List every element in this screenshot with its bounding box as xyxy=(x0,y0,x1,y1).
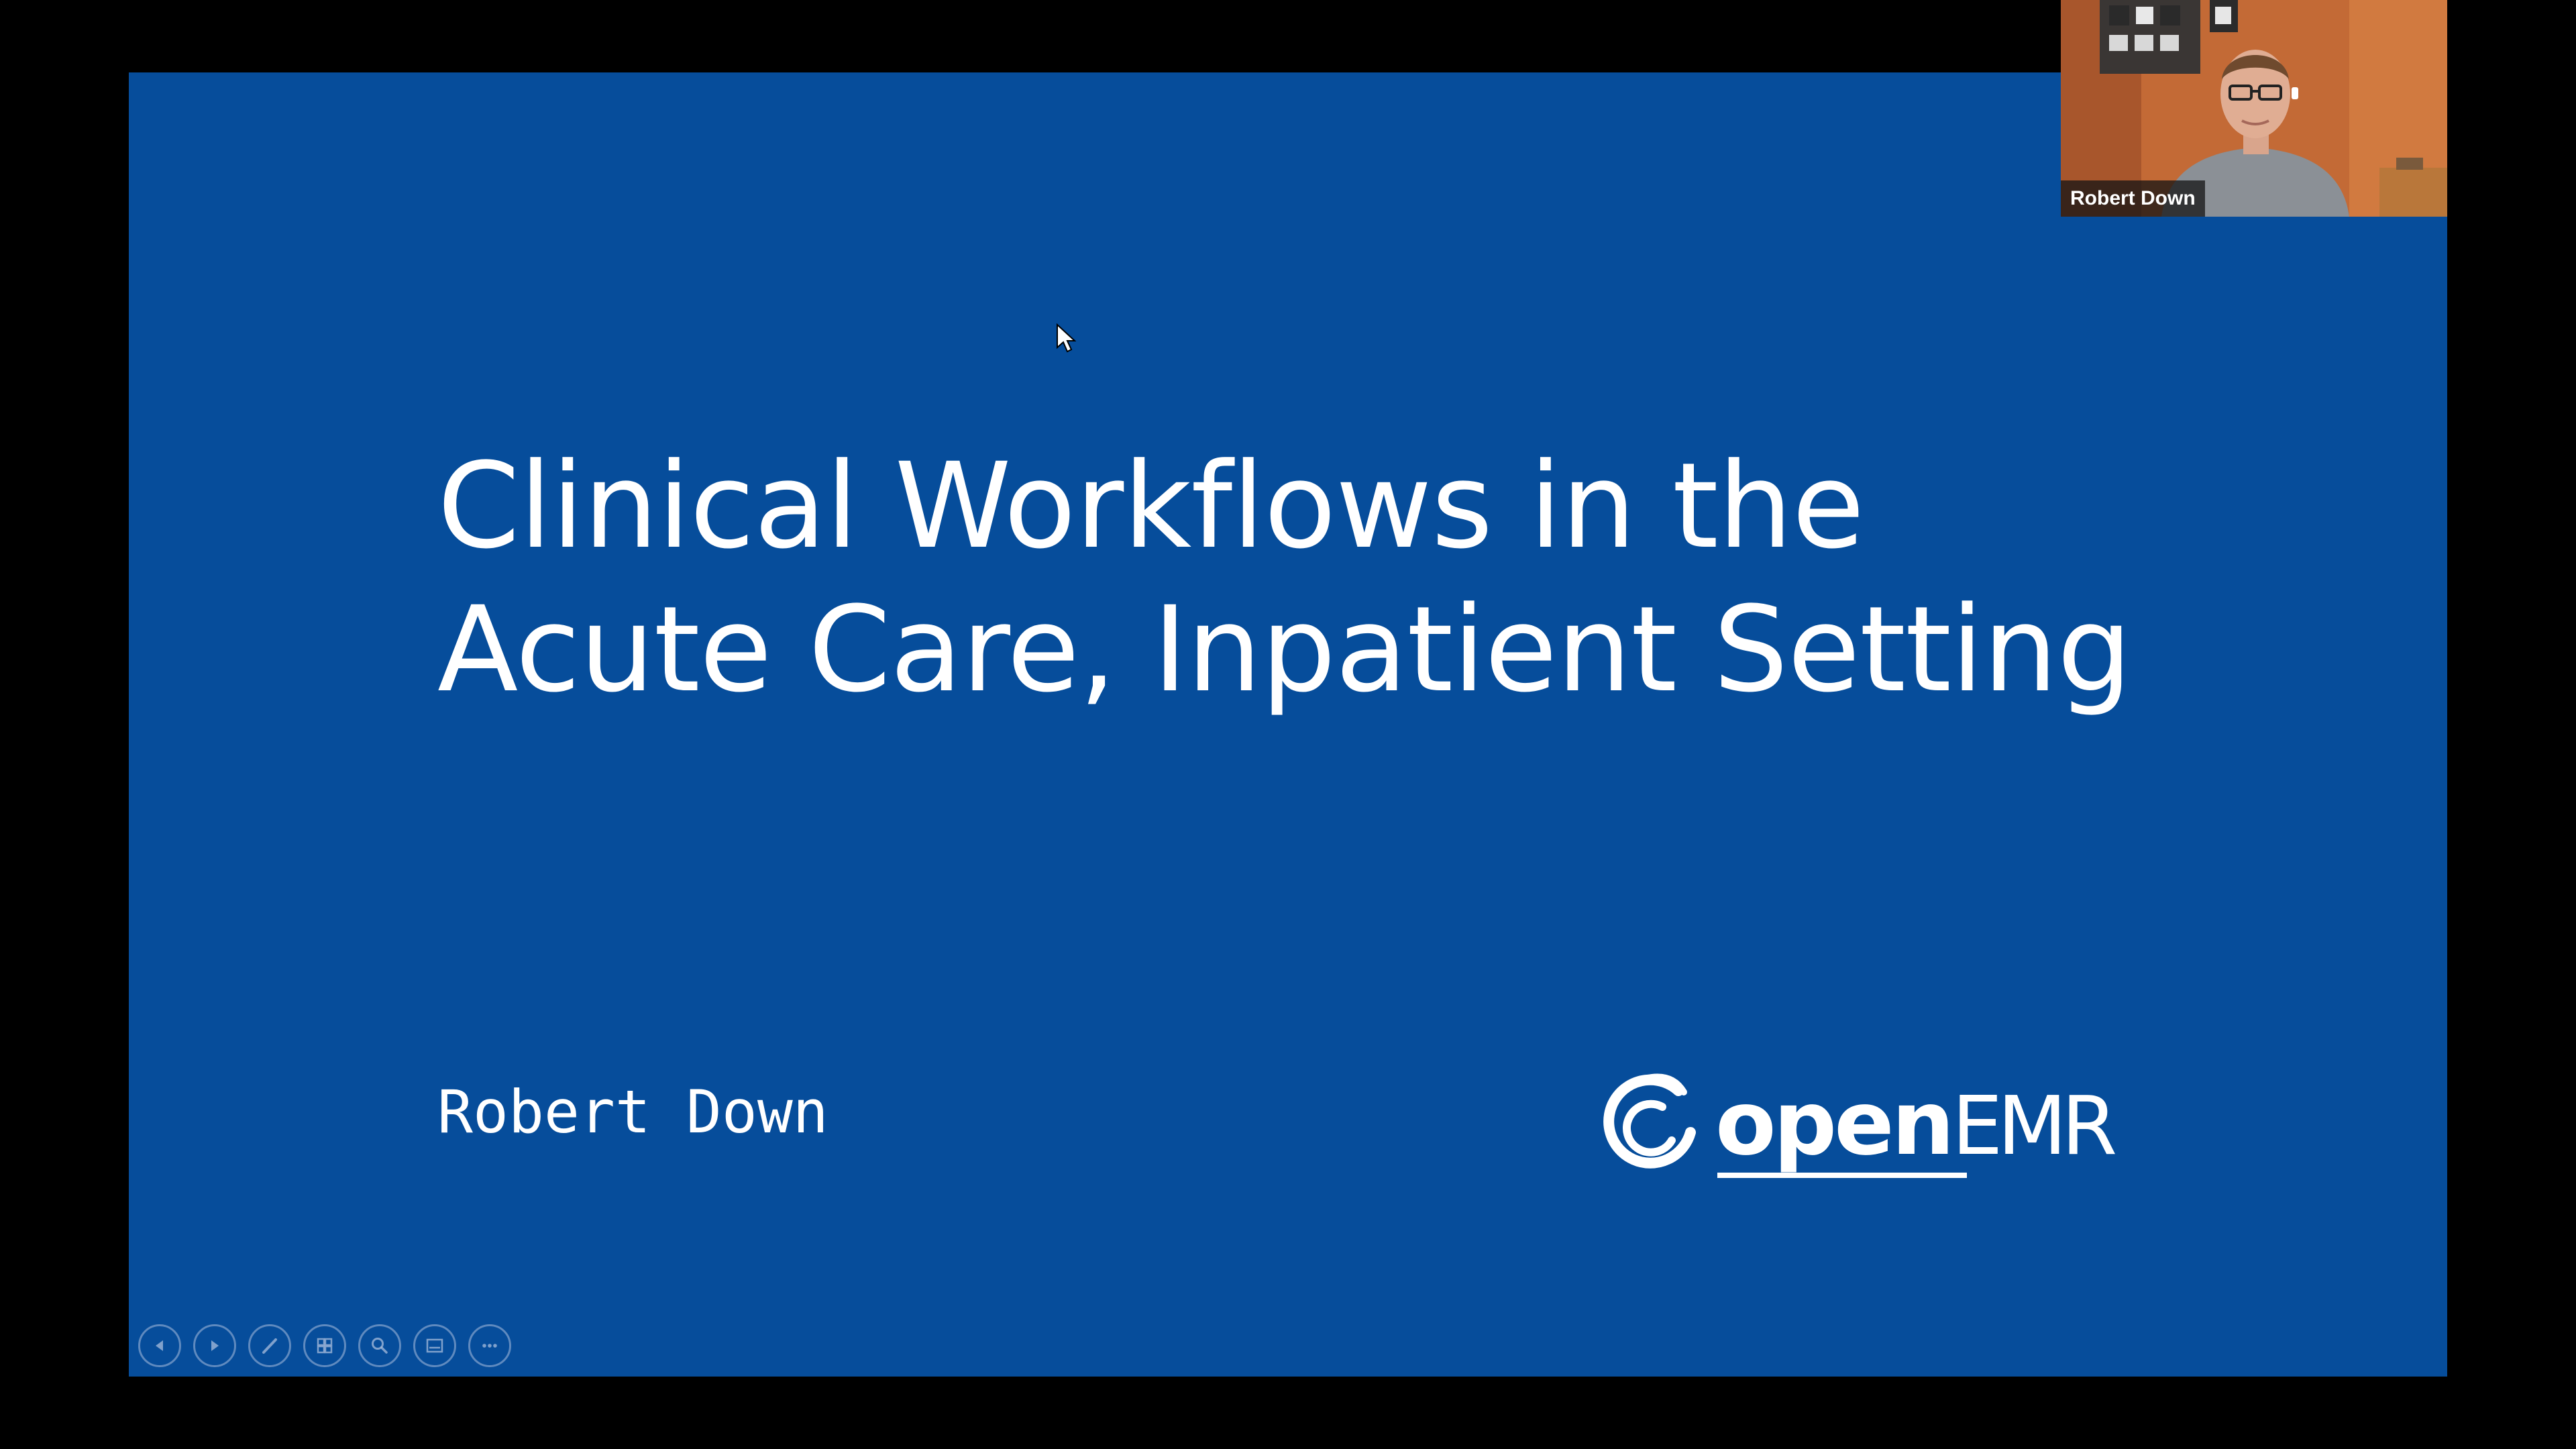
slide-title-line-2: Acute Care, Inpatient Setting xyxy=(437,581,2132,718)
webcam-feed-image xyxy=(2061,0,2447,217)
subtitles-button[interactable] xyxy=(413,1324,456,1367)
brand-word-emr: EMR xyxy=(1951,1080,2118,1173)
presentation-slide: Clinical Workflows in the Acute Care, In… xyxy=(129,72,2447,1377)
presenter-name: Robert Down xyxy=(437,1077,828,1146)
see-all-slides-button[interactable] xyxy=(303,1324,346,1367)
see-all-slides-icon xyxy=(317,1338,333,1354)
brand-word-open: open xyxy=(1715,1072,1955,1175)
openemr-logo: openEMR xyxy=(1598,1065,2135,1186)
participant-video[interactable]: Robert Down xyxy=(2061,0,2447,217)
pen-icon xyxy=(262,1338,277,1354)
pen-button[interactable] xyxy=(248,1324,291,1367)
mouse-cursor-icon xyxy=(1057,323,1076,353)
zoom-icon xyxy=(372,1338,388,1354)
previous-slide-icon xyxy=(156,1340,163,1351)
next-slide-button[interactable] xyxy=(193,1324,236,1367)
openemr-wordmark: openEMR xyxy=(1715,1079,2118,1194)
more-options-icon xyxy=(482,1344,497,1348)
presenter-toolbar xyxy=(138,1324,511,1371)
subtitles-icon xyxy=(426,1338,443,1353)
participant-name-label: Robert Down xyxy=(2061,180,2205,217)
zoom-button[interactable] xyxy=(358,1324,401,1367)
slide-title: Clinical Workflows in the Acute Care, In… xyxy=(437,435,2316,722)
slide-title-line-1: Clinical Workflows in the xyxy=(437,437,1865,575)
openemr-swirl-icon xyxy=(1603,1073,1696,1169)
brand-underline xyxy=(1717,1173,1967,1178)
more-options-button[interactable] xyxy=(468,1324,511,1367)
next-slide-icon xyxy=(211,1340,219,1351)
previous-slide-button[interactable] xyxy=(138,1324,181,1367)
